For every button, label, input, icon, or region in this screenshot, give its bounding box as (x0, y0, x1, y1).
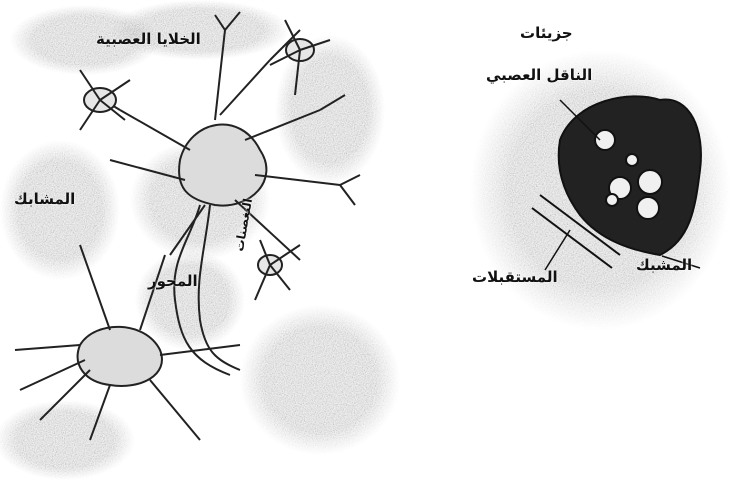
synaptic-gap-label: المشبك (636, 256, 692, 274)
neurotransmitter-molecules-label-line2: الناقل العصبي (486, 66, 592, 84)
receptors-label: المستقبلات (472, 268, 558, 286)
neurotransmitter-molecules-label-line1: جزيئات (520, 24, 573, 42)
neurons-label: الخلايا العصبية (96, 30, 201, 48)
background-blobs (0, 0, 400, 480)
synapses-label: المشابك (14, 190, 75, 208)
axon-label: المحور (148, 272, 198, 290)
